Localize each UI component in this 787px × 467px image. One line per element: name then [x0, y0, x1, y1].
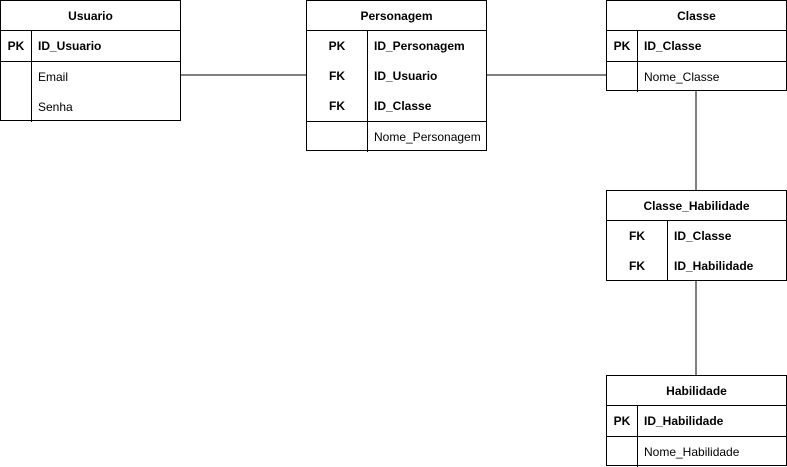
key-badge: FK: [329, 99, 345, 113]
entity-title-personagem: Personagem: [307, 1, 486, 31]
key-badge: FK: [329, 69, 345, 83]
entity-classe-habilidade[interactable]: Classe_Habilidade FK ID_Classe FK ID_Hab…: [606, 190, 787, 281]
field-name: Email: [38, 70, 69, 84]
attr-section-habilidade: Nome_Habilidade: [607, 437, 786, 467]
field-name: Nome_Classe: [644, 70, 720, 84]
field-name: ID_Classe: [374, 99, 432, 113]
field-name: Nome_Habilidade: [644, 445, 740, 459]
entity-usuario[interactable]: Usuario PK ID_Usuario Email Senha: [0, 0, 181, 122]
table-row[interactable]: Senha: [1, 92, 180, 122]
entity-title-habilidade: Habilidade: [607, 376, 786, 406]
table-row[interactable]: PK ID_Classe: [607, 31, 786, 61]
attr-section-classe: Nome_Classe: [607, 62, 786, 92]
key-badge: PK: [328, 39, 346, 53]
key-badge: FK: [629, 229, 645, 243]
field-name: Nome_Personagem: [374, 130, 481, 144]
key-badge: [607, 62, 637, 92]
table-row[interactable]: FK ID_Habilidade: [607, 251, 786, 281]
table-row[interactable]: Nome_Classe: [607, 62, 786, 92]
key-badge: [307, 122, 367, 152]
table-row[interactable]: Email: [1, 62, 180, 92]
key-badge: [607, 437, 637, 467]
entity-title-classe-habilidade: Classe_Habilidade: [607, 191, 786, 221]
field-name: ID_Usuario: [38, 39, 102, 53]
key-badge: PK: [7, 39, 25, 53]
table-row[interactable]: PK ID_Usuario: [1, 31, 180, 61]
field-name: ID_Personagem: [374, 39, 465, 53]
entity-personagem[interactable]: Personagem PK ID_Personagem FK ID_Usuari…: [306, 0, 487, 152]
table-row[interactable]: Nome_Personagem: [307, 122, 486, 152]
table-row[interactable]: FK ID_Usuario: [307, 61, 486, 91]
key-badge: [1, 92, 31, 122]
entity-classe[interactable]: Classe PK ID_Classe Nome_Classe: [606, 0, 787, 92]
key-badge: [1, 62, 31, 92]
key-badge: PK: [613, 39, 631, 53]
key-section-usuario: PK ID_Usuario: [1, 31, 180, 62]
field-name: ID_Habilidade: [674, 259, 754, 273]
field-name: ID_Habilidade: [644, 414, 724, 428]
entity-habilidade[interactable]: Habilidade PK ID_Habilidade Nome_Habilid…: [606, 375, 787, 467]
table-row[interactable]: FK ID_Classe: [607, 221, 786, 251]
key-section-classe-habilidade: FK ID_Classe FK ID_Habilidade: [607, 221, 786, 281]
field-name: ID_Usuario: [374, 69, 438, 83]
table-row[interactable]: Nome_Habilidade: [607, 437, 786, 467]
field-name: Senha: [38, 100, 73, 114]
key-badge: PK: [613, 414, 631, 428]
entity-title-classe: Classe: [607, 1, 786, 31]
key-section-habilidade: PK ID_Habilidade: [607, 406, 786, 437]
table-row[interactable]: PK ID_Habilidade: [607, 406, 786, 436]
attr-section-personagem: Nome_Personagem: [307, 122, 486, 152]
key-section-classe: PK ID_Classe: [607, 31, 786, 62]
field-name: ID_Classe: [674, 229, 732, 243]
key-section-personagem: PK ID_Personagem FK ID_Usuario FK ID_Cla…: [307, 31, 486, 122]
field-name: ID_Classe: [644, 39, 702, 53]
table-row[interactable]: PK ID_Personagem: [307, 31, 486, 61]
entity-title-usuario: Usuario: [1, 1, 180, 31]
table-row[interactable]: FK ID_Classe: [307, 91, 486, 121]
attr-section-usuario: Email Senha: [1, 62, 180, 122]
key-badge: FK: [629, 259, 645, 273]
